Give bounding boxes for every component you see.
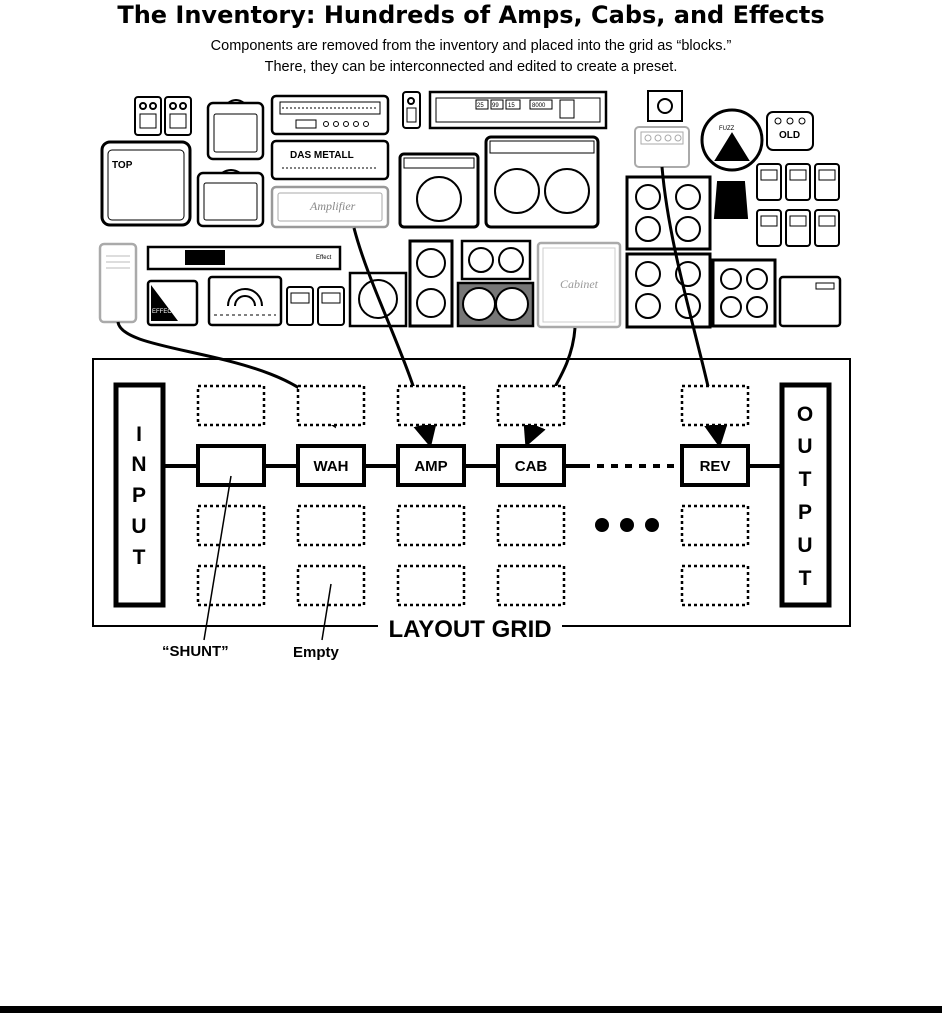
- layout-grid: I N P U T O U T P U T: [92, 358, 851, 661]
- empty-slot[interactable]: [196, 564, 266, 607]
- empty-slot[interactable]: [496, 504, 566, 547]
- output-block[interactable]: O U T P U T: [779, 382, 832, 608]
- amp-head-das-label: DAS METALL: [290, 150, 354, 161]
- output-letter: P: [798, 501, 812, 524]
- volume-pedal-icon[interactable]: [98, 242, 138, 324]
- expression-pedal-icon[interactable]: [713, 181, 749, 219]
- rev-block-label: REV: [700, 458, 731, 475]
- empty-slot[interactable]: [296, 504, 366, 547]
- subtitle-line-1: Components are removed from the inventor…: [210, 38, 732, 54]
- rack-effect-icon[interactable]: Effect: [146, 245, 342, 271]
- speaker-cabinet-2x2-icon[interactable]: [711, 258, 777, 328]
- input-letter: N: [131, 453, 146, 476]
- wah-block[interactable]: WAH: [296, 444, 366, 487]
- practice-amp-icon[interactable]: [778, 275, 842, 328]
- rack-processor-icon[interactable]: 25 99 15 8000: [428, 90, 608, 130]
- cabinet-label: Cabinet: [560, 277, 599, 291]
- empty-slot[interactable]: [496, 564, 566, 607]
- old-pedal-icon[interactable]: OLD: [766, 111, 814, 151]
- rack-digit: 25: [477, 103, 484, 109]
- old-pedal-label: OLD: [779, 130, 800, 141]
- pedal-icon[interactable]: [134, 96, 162, 136]
- empty-callout-line: [321, 583, 332, 641]
- pedal-icon[interactable]: [286, 286, 314, 326]
- combo-amp-top-label: TOP: [112, 160, 133, 171]
- input-letter: T: [133, 546, 146, 569]
- output-letter: U: [797, 435, 812, 458]
- empty-slot[interactable]: [680, 384, 750, 427]
- empty-slot[interactable]: [396, 564, 466, 607]
- speaker-cabinet-grille-icon[interactable]: [456, 281, 535, 328]
- shunt-callout-line: [203, 475, 232, 641]
- input-letter: I: [136, 423, 142, 446]
- cab-block-label: CAB: [515, 458, 548, 475]
- multi-effect-label: EFFECT: [152, 309, 176, 315]
- rack-digit: 8000: [532, 103, 546, 109]
- reverb-pedal-icon[interactable]: [634, 126, 690, 168]
- inventory: TOP DAS METALL: [98, 90, 842, 329]
- empty-slot[interactable]: [396, 384, 466, 427]
- pedal-icon[interactable]: [814, 163, 840, 201]
- fuzz-label: FUZZ: [719, 126, 735, 132]
- tuner-pedal-icon[interactable]: [402, 91, 421, 129]
- empty-slot[interactable]: [296, 384, 366, 427]
- amp-block[interactable]: AMP: [396, 444, 466, 487]
- multi-effect-pedal-icon[interactable]: EFFECT: [146, 279, 199, 327]
- more-slots-ellipsis: [595, 518, 659, 532]
- input-letter: U: [131, 515, 146, 538]
- speaker-cabinet-2x-icon[interactable]: [460, 239, 532, 281]
- amp-head-small-icon[interactable]: [207, 275, 283, 327]
- pedal-icon[interactable]: [164, 96, 192, 136]
- pedal-icon[interactable]: [785, 209, 811, 247]
- empty-slot[interactable]: [496, 384, 566, 427]
- output-letter: T: [799, 567, 812, 590]
- small-combo-amp-icon[interactable]: [196, 169, 265, 228]
- input-block[interactable]: I N P U T: [113, 382, 166, 608]
- output-letter: T: [799, 468, 812, 491]
- output-letter: U: [797, 534, 812, 557]
- rack-effect-label: Effect: [316, 255, 332, 261]
- cab-block[interactable]: CAB: [496, 444, 566, 487]
- wah-block-label: WAH: [314, 458, 349, 475]
- combo-amp-top-icon[interactable]: TOP: [100, 140, 192, 227]
- amp-head-amplifier-label: Amplifier: [309, 199, 356, 213]
- input-letter: P: [132, 484, 146, 507]
- switch-pedal-icon[interactable]: [647, 90, 683, 122]
- rack-digit: 15: [508, 103, 515, 109]
- pedal-icon[interactable]: [814, 209, 840, 247]
- bottom-bar: [0, 1006, 942, 1013]
- empty-slot[interactable]: [196, 384, 266, 427]
- empty-slot[interactable]: [680, 504, 750, 547]
- amp-head-das-icon[interactable]: DAS METALL: [270, 139, 390, 181]
- empty-callout-label: Empty: [293, 644, 340, 661]
- page-title: The Inventory: Hundreds of Amps, Cabs, a…: [117, 1, 825, 29]
- amp-block-label: AMP: [414, 458, 447, 475]
- rev-block[interactable]: REV: [680, 444, 750, 487]
- amp-head-amplifier-icon[interactable]: Amplifier: [270, 185, 390, 229]
- output-letter: O: [797, 403, 813, 426]
- empty-slot[interactable]: [396, 504, 466, 547]
- combo-amp-icon[interactable]: [398, 152, 480, 229]
- speaker-cabinet-closed-icon[interactable]: Cabinet: [536, 241, 622, 329]
- subtitle-line-2: There, they can be interconnected and ed…: [264, 59, 678, 75]
- rack-digit: 99: [492, 103, 499, 109]
- speaker-cabinet-stack-icon[interactable]: [625, 175, 712, 329]
- twin-combo-amp-icon[interactable]: [484, 135, 600, 229]
- small-combo-amp-icon[interactable]: [206, 99, 265, 161]
- pedal-icon[interactable]: [785, 163, 811, 201]
- pedal-icon[interactable]: [756, 209, 782, 247]
- empty-slot[interactable]: [680, 564, 750, 607]
- shunt-callout-label: “SHUNT”: [162, 643, 229, 660]
- pedal-icon[interactable]: [317, 286, 345, 326]
- fuzz-pedal-icon[interactable]: FUZZ: [700, 108, 764, 172]
- empty-slot[interactable]: [196, 504, 266, 547]
- speaker-cabinet-2x-vertical-icon[interactable]: [408, 239, 454, 328]
- layout-grid-label: LAYOUT GRID: [388, 616, 551, 643]
- amp-head-icon[interactable]: [270, 94, 390, 136]
- pedal-icon[interactable]: [756, 163, 782, 201]
